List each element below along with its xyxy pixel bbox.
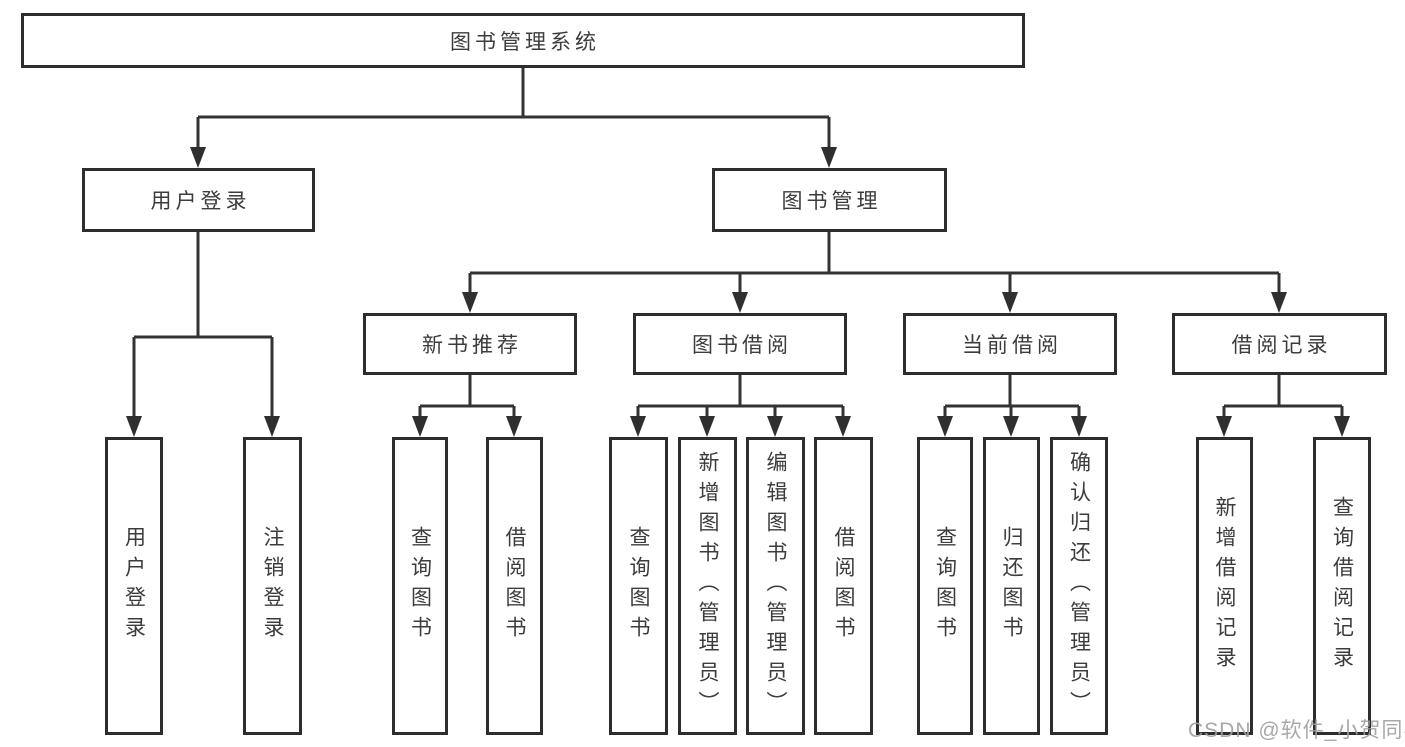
leaf-add-borrow-record-label: 新增借阅记录 bbox=[1213, 496, 1236, 676]
node-library-system-label: 图书管理系统 bbox=[450, 30, 600, 54]
connector-login-to-leaves bbox=[126, 232, 280, 437]
leaf-return-books-label: 归还图书 bbox=[1000, 526, 1023, 646]
connector-root-to-level2 bbox=[190, 68, 837, 168]
leaf-user-login-label: 用户登录 bbox=[122, 526, 146, 646]
node-book-borrowing: 图书借阅 bbox=[633, 313, 847, 375]
leaf-user-login: 用户登录 bbox=[105, 437, 163, 735]
connector-borrowing-to-leaves bbox=[630, 375, 851, 437]
node-user-login-label: 用户登录 bbox=[150, 190, 251, 213]
leaf-borrow-books-borrowing-label: 借阅图书 bbox=[832, 526, 855, 646]
node-book-borrowing-label: 图书借阅 bbox=[692, 334, 792, 357]
leaf-query-books-current-label: 查询图书 bbox=[933, 526, 957, 646]
leaf-confirm-return-admin-label: 确认归还（管理员） bbox=[1067, 451, 1091, 721]
csdn-watermark: CSDN @软件_小贺同学 bbox=[1188, 719, 1405, 742]
node-borrowing-records-label: 借阅记录 bbox=[1231, 334, 1332, 357]
node-current-borrowing: 当前借阅 bbox=[903, 313, 1117, 375]
leaf-add-borrow-record: 新增借阅记录 bbox=[1196, 437, 1253, 735]
leaf-query-borrow-record: 查询借阅记录 bbox=[1313, 437, 1371, 735]
leaf-query-books-recommend: 查询图书 bbox=[392, 437, 448, 735]
leaf-confirm-return-admin: 确认归还（管理员） bbox=[1050, 437, 1108, 735]
leaf-query-books-recommend-label: 查询图书 bbox=[408, 526, 432, 646]
node-new-book-recommendation: 新书推荐 bbox=[363, 313, 577, 375]
leaf-add-books-admin-label: 新增图书（管理员） bbox=[696, 451, 719, 721]
node-book-management-label: 图书管理 bbox=[781, 190, 882, 213]
node-new-book-recommendation-label: 新书推荐 bbox=[422, 334, 522, 357]
connector-records-to-leaves bbox=[1216, 375, 1350, 437]
leaf-query-borrow-record-label: 查询借阅记录 bbox=[1330, 496, 1354, 676]
leaf-query-books-borrowing-label: 查询图书 bbox=[627, 526, 650, 646]
leaf-borrow-books-borrowing: 借阅图书 bbox=[814, 437, 873, 735]
leaf-borrow-books-recommend: 借阅图书 bbox=[486, 437, 543, 735]
connector-current-to-leaves bbox=[937, 375, 1087, 437]
leaf-query-books-borrowing: 查询图书 bbox=[609, 437, 668, 735]
leaf-query-books-current: 查询图书 bbox=[917, 437, 973, 735]
leaf-return-books: 归还图书 bbox=[983, 437, 1040, 735]
leaf-add-books-admin: 新增图书（管理员） bbox=[678, 437, 737, 735]
leaf-edit-books-admin-label: 编辑图书（管理员） bbox=[764, 451, 787, 721]
leaf-edit-books-admin: 编辑图书（管理员） bbox=[746, 437, 805, 735]
node-borrowing-records: 借阅记录 bbox=[1172, 313, 1387, 375]
leaf-logout: 注销登录 bbox=[243, 437, 302, 735]
connector-recommend-to-leaves bbox=[412, 375, 522, 437]
connector-mgmt-to-level3 bbox=[462, 232, 1287, 313]
node-user-login: 用户登录 bbox=[82, 168, 315, 232]
node-library-system: 图书管理系统 bbox=[21, 13, 1025, 68]
leaf-logout-label: 注销登录 bbox=[261, 526, 284, 646]
node-book-management: 图书管理 bbox=[712, 168, 947, 232]
leaf-borrow-books-recommend-label: 借阅图书 bbox=[503, 526, 526, 646]
node-current-borrowing-label: 当前借阅 bbox=[962, 334, 1062, 357]
